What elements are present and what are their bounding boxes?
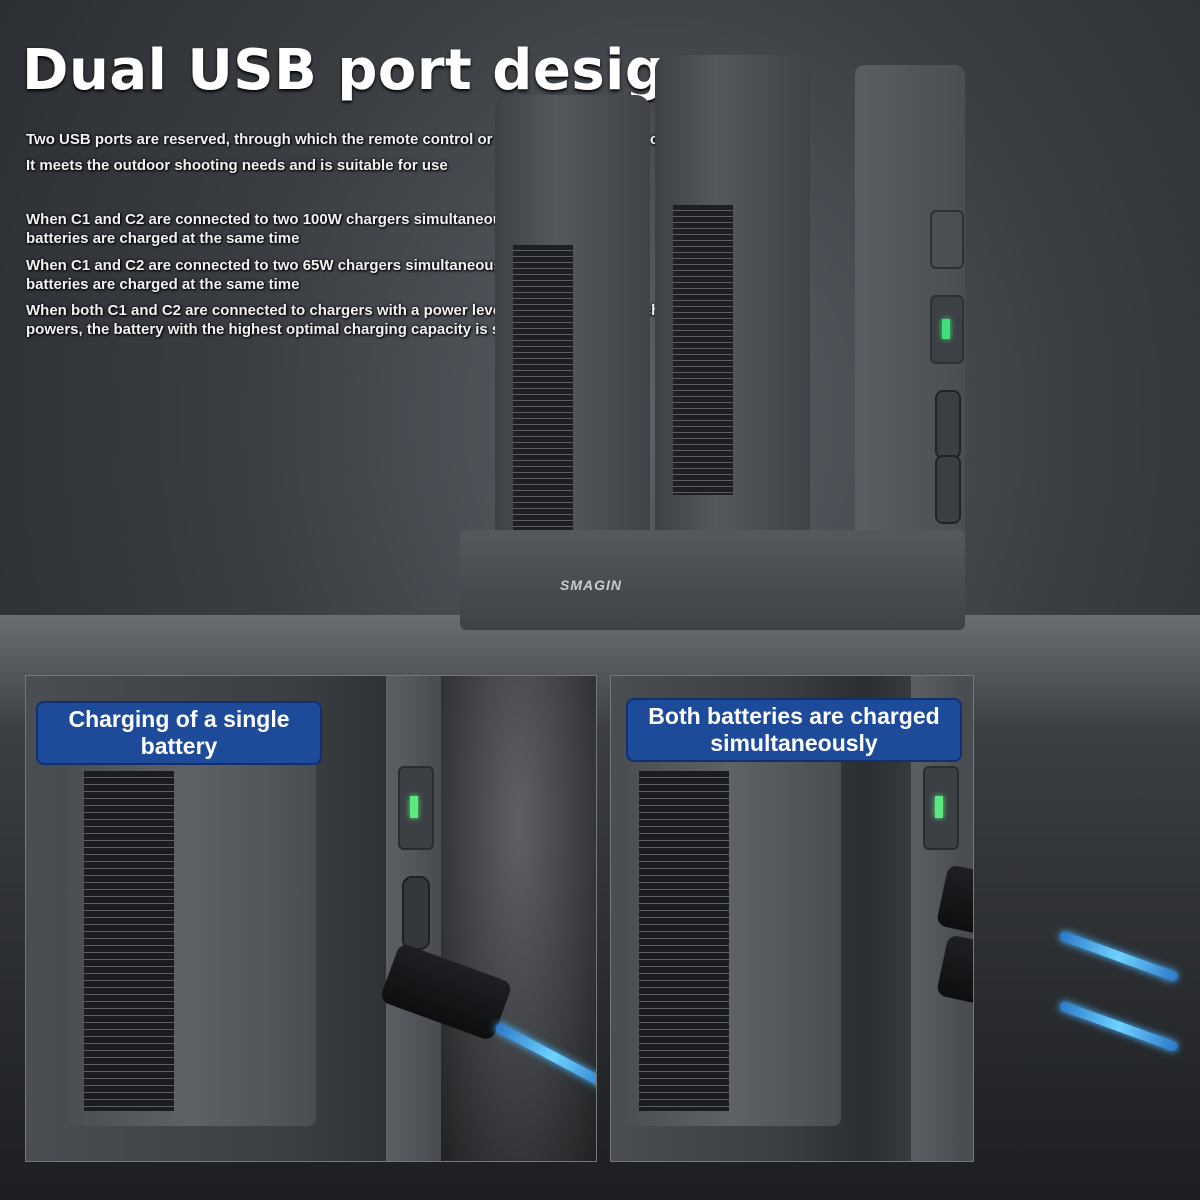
battery-label: [673, 205, 733, 495]
usb-c-port-c2: [935, 455, 961, 524]
desc-line-100w: When C1 and C2 are connected to two 100W…: [26, 211, 563, 247]
battery-front: [655, 55, 810, 545]
battery-label: [639, 771, 729, 1111]
panel-dual-battery: Both batteries are charged simultaneousl…: [610, 675, 974, 1162]
power-indicator: [930, 295, 964, 364]
panel-single-battery: Charging of a single battery: [25, 675, 597, 1162]
usb-c-port-empty: [402, 876, 430, 950]
hub-base: [460, 530, 965, 630]
battery-closeup: [66, 746, 316, 1126]
headline: Dual USB port design: [22, 38, 706, 103]
power-indicator: [923, 766, 959, 850]
tag-single-battery: Charging of a single battery: [36, 701, 322, 765]
battery-label: [84, 771, 174, 1111]
usb-c-port-c1: [935, 390, 961, 459]
desc-line-65w: When C1 and C2 are connected to two 65W …: [26, 257, 555, 293]
power-button: [930, 210, 964, 269]
tag-both-batteries: Both batteries are charged simultaneousl…: [626, 698, 962, 762]
battery-rear: [495, 95, 650, 545]
led-light: [410, 796, 418, 818]
brand-logo: SMAGIN: [560, 577, 622, 593]
battery-closeup: [621, 746, 841, 1126]
desc-line-outdoor: It meets the outdoor shooting needs and …: [26, 157, 448, 174]
led-light: [942, 319, 950, 339]
charging-hub: SMAGIN: [460, 25, 965, 630]
led-light: [935, 796, 943, 818]
power-indicator: [398, 766, 434, 850]
stone-background: [441, 676, 596, 1161]
battery-label: [513, 245, 573, 535]
